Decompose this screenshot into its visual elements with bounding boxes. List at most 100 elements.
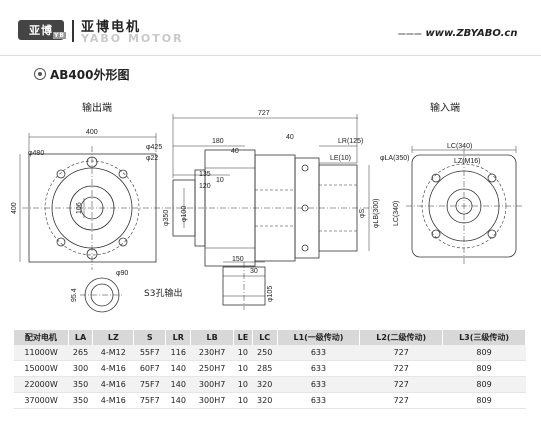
page-header: 亚博 YB 亚博电机 YABO MOTOR ——— www.ZBYABO.cn — [0, 0, 541, 54]
column-header: LC — [252, 330, 278, 345]
brand-logo: 亚博 YB — [18, 20, 66, 40]
table-cell: 15000W — [14, 360, 69, 377]
table-cell: 727 — [359, 392, 443, 409]
header-rule — [0, 55, 541, 56]
dim-le: LE(10) — [330, 155, 351, 162]
dim-10: 10 — [216, 177, 224, 184]
table-cell: 809 — [442, 345, 526, 361]
column-header: L2(二级传动) — [359, 330, 444, 345]
table-cell: 75F7 — [133, 376, 166, 393]
column-header: S — [133, 330, 167, 345]
arrow-icon: ——— — [398, 29, 422, 38]
column-header: L3(三级传动) — [442, 330, 526, 345]
table-cell: 22000W — [14, 376, 69, 393]
logo-text: 亚博 — [29, 24, 53, 37]
table-cell: 4-M12 — [92, 345, 134, 361]
table-cell: 4-M16 — [92, 360, 134, 377]
table-cell: 140 — [165, 392, 191, 409]
column-header: LA — [68, 330, 94, 345]
table-cell: 75F7 — [133, 392, 166, 409]
dim-727: 727 — [258, 110, 270, 117]
dim-lr: LR(125) — [338, 138, 363, 145]
dim-150: 150 — [232, 256, 244, 263]
column-header: LR — [165, 330, 192, 345]
column-header: L1(一级传动) — [277, 330, 361, 345]
dim-lz: LZ(M16) — [454, 158, 480, 165]
column-header: LZ — [92, 330, 135, 345]
dim-95: 95.4 — [71, 288, 78, 302]
dim-40a: 40 — [231, 148, 239, 155]
column-header: 配对电机 — [14, 330, 69, 345]
input-bolt-hole — [431, 229, 441, 239]
bullet-icon — [34, 68, 46, 80]
table-cell: 55F7 — [133, 345, 166, 361]
table-cell: 633 — [277, 360, 360, 377]
dim-phi-la: φLA(350) — [380, 155, 409, 162]
table-cell: 727 — [359, 345, 443, 361]
dim-phi-lb: φLB(300) — [373, 199, 380, 228]
dim-phi90: φ90 — [116, 270, 128, 277]
output-end-label: 输出端 — [82, 103, 112, 114]
brand-name-en: YABO MOTOR — [81, 32, 184, 45]
table-cell: 300H7 — [190, 376, 234, 393]
dim-phi105: φ105 — [267, 286, 274, 302]
dim-106: 106 — [76, 202, 83, 214]
dim-phi480: φ480 — [28, 150, 44, 157]
table-cell: 633 — [277, 376, 360, 393]
table-cell: 727 — [359, 376, 443, 393]
dim-lc-top: LC(340) — [447, 143, 472, 150]
dim-400-top: 400 — [86, 129, 98, 136]
table-cell: 350 — [68, 376, 93, 393]
dim-135: 135 — [199, 171, 211, 178]
table-cell: 727 — [359, 360, 443, 377]
table-cell: 265 — [68, 345, 93, 361]
s3-label: S3孔输出 — [144, 289, 183, 299]
table-cell: 140 — [165, 360, 191, 377]
table-cell: 320 — [252, 392, 278, 409]
technical-drawing: 400 φ480 φ425 φ22 400 106 727 180 40 40 … — [11, 110, 522, 313]
dim-phi-s: φS — [359, 208, 366, 218]
table-cell: 140 — [165, 376, 191, 393]
input-end-label: 输入端 — [430, 103, 460, 114]
website-url: ——— www.ZBYABO.cn — [398, 28, 518, 39]
header-divider — [72, 20, 74, 42]
table-cell: 809 — [442, 360, 526, 377]
table-cell: 809 — [442, 392, 526, 409]
dim-120: 120 — [199, 183, 211, 190]
table-cell: 300H7 — [190, 392, 234, 409]
table-cell: 4-M16 — [92, 376, 134, 393]
dim-400-side: 400 — [11, 202, 18, 214]
input-bolt-hole — [487, 229, 497, 239]
dim-40b: 40 — [286, 134, 294, 141]
dim-phi350: φ350 — [163, 210, 170, 226]
table-cell: 230H7 — [190, 345, 234, 361]
table-cell: 116 — [165, 345, 191, 361]
table-cell: 300 — [68, 360, 93, 377]
dim-phi425: φ425 — [146, 144, 162, 151]
output-bolt-hole — [56, 237, 66, 247]
table-cell: 350 — [68, 392, 93, 409]
column-header: LB — [190, 330, 235, 345]
dim-30: 30 — [250, 268, 258, 275]
column-header: LE — [233, 330, 253, 345]
table-cell: 10 — [233, 360, 253, 377]
table-cell: 60F7 — [133, 360, 166, 377]
output-bolt-hole — [118, 237, 128, 247]
table-cell: 320 — [252, 376, 278, 393]
table-cell: 250H7 — [190, 360, 234, 377]
table-cell: 10 — [233, 345, 253, 361]
table-cell: 633 — [277, 392, 360, 409]
page-title: AB400外形图 — [34, 66, 129, 83]
table-cell: 11000W — [14, 345, 69, 361]
dim-lc-side: LC(340) — [393, 201, 400, 226]
table-cell: 809 — [442, 376, 526, 393]
dim-180: 180 — [212, 138, 224, 145]
brand-name-cn: 亚博电机 — [81, 20, 142, 35]
output-bolt-hole — [118, 169, 128, 179]
